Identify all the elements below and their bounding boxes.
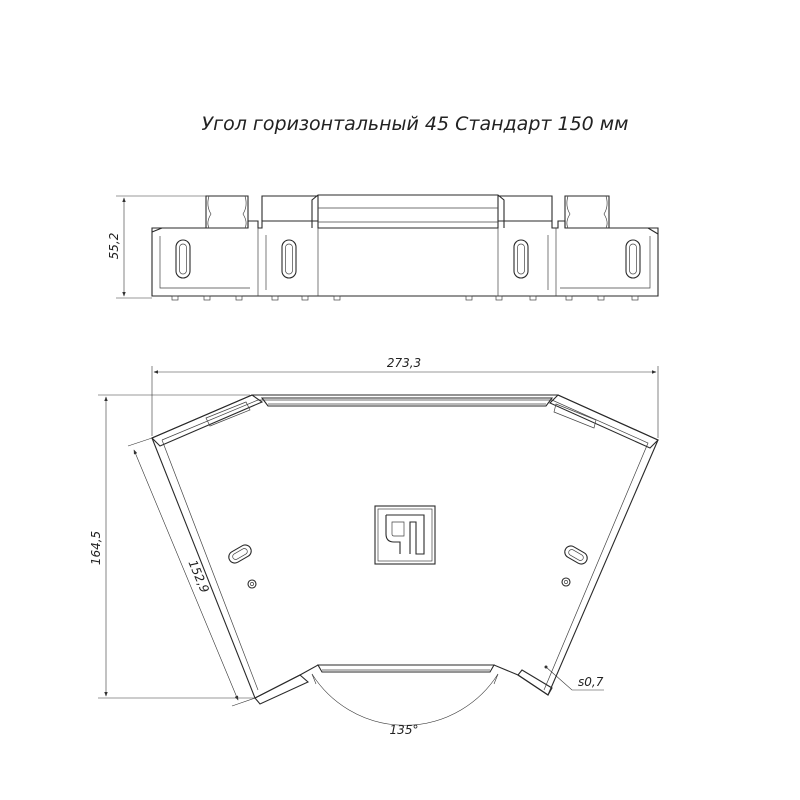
angle-label: 135° xyxy=(390,723,419,737)
overall-width-label: 273,3 xyxy=(387,356,421,370)
manufacturer-logo xyxy=(374,505,436,565)
drawing-title: Угол горизонтальный 45 Стандарт 150 мм xyxy=(202,113,629,135)
side-length-label: 152,9 xyxy=(186,558,212,595)
side-view xyxy=(151,194,659,301)
overall-height-label: 164,5 xyxy=(89,531,103,565)
thickness-label: s0,7 xyxy=(578,675,604,689)
dimension-overall-width: 273,3 xyxy=(151,356,659,438)
dimension-side-length: 152,9 xyxy=(127,437,256,707)
dimension-side-height: 55,2 xyxy=(107,195,206,299)
side-height-label: 55,2 xyxy=(107,233,121,260)
